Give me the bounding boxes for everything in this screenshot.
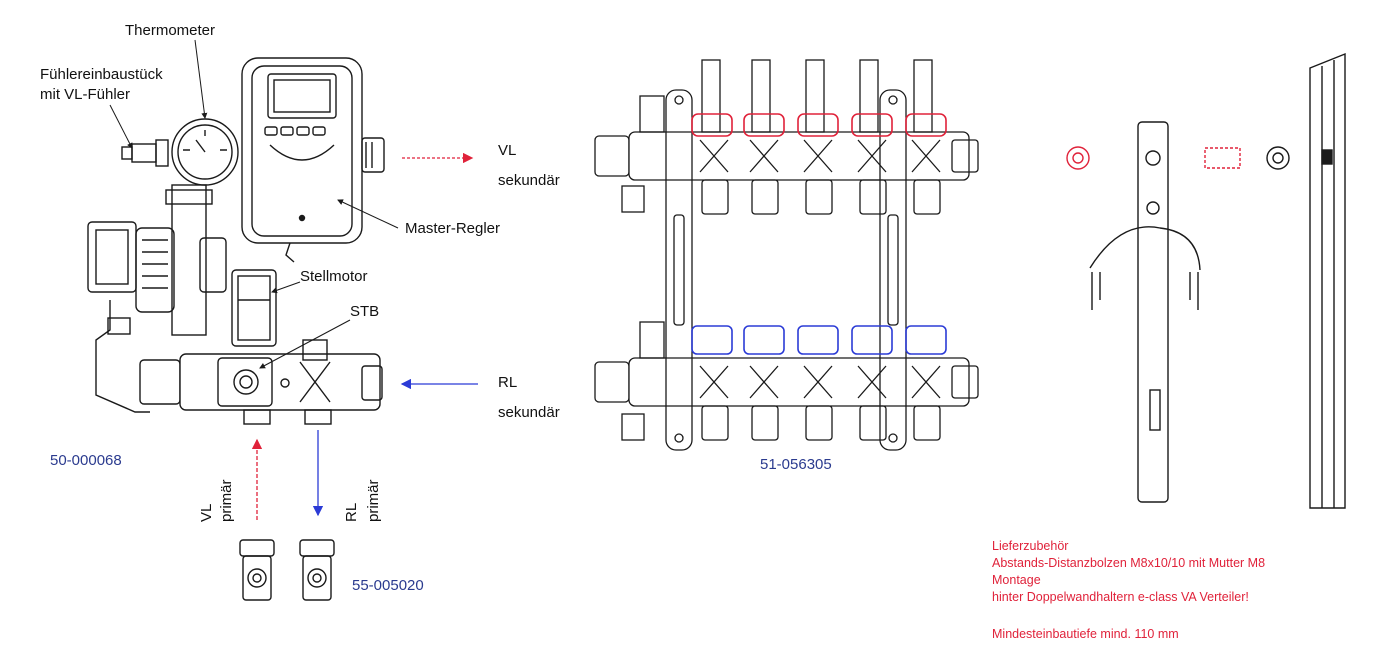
vl-primary-label-line2: primär bbox=[218, 479, 235, 522]
sensor-fitting-label-line2: mit VL-Fühler bbox=[40, 86, 131, 103]
circulation-pump bbox=[87, 221, 227, 413]
wall-holder bbox=[1089, 121, 1201, 503]
thermometer bbox=[171, 118, 239, 186]
note-line2: Abstands-Distanzbolzen M8x10/10 mit Mutt… bbox=[992, 556, 1266, 570]
accessories bbox=[1066, 52, 1346, 509]
return-valve-caps bbox=[691, 325, 947, 355]
rl-secondary-label-line1: RL bbox=[498, 374, 518, 391]
pump-group-code: 50-000068 bbox=[50, 452, 122, 469]
vl-primary-label-line1: VL bbox=[198, 503, 215, 522]
leader-lines bbox=[109, 39, 399, 369]
sensor-fitting bbox=[121, 139, 169, 167]
actuator bbox=[231, 269, 277, 347]
primary-fittings bbox=[239, 539, 335, 601]
stb-label: STB bbox=[350, 303, 380, 320]
rl-primary-label-line2: primär bbox=[365, 479, 382, 522]
mounting-rail bbox=[1309, 52, 1346, 509]
manifold-code: 51-056305 bbox=[760, 456, 832, 473]
thermometer-label: Thermometer bbox=[125, 22, 216, 39]
fittings-code: 55-005020 bbox=[352, 577, 424, 594]
note-line5: Mindesteinbautiefe mind. 110 mm bbox=[992, 627, 1179, 641]
vl-secondary-label-line1: VL bbox=[498, 142, 517, 159]
stellmotor-label: Stellmotor bbox=[300, 268, 368, 285]
manifold bbox=[594, 59, 979, 451]
supply-valve-caps bbox=[691, 113, 947, 137]
sensor-fitting-label-line1: Fühlereinbaustück bbox=[40, 66, 163, 83]
note-line4: hinter Doppelwandhaltern e-class VA Vert… bbox=[992, 590, 1249, 604]
rl-primary-label-line1: RL bbox=[343, 502, 360, 522]
pump-group bbox=[87, 57, 385, 425]
note-line1: Lieferzubehör bbox=[992, 539, 1069, 553]
nut-red-icon bbox=[1066, 146, 1090, 170]
spacer-bolt bbox=[1204, 147, 1241, 169]
master-controller bbox=[241, 57, 363, 263]
rl-secondary-label-line2: sekundär bbox=[498, 404, 560, 421]
vl-secondary-label-line2: sekundär bbox=[498, 172, 560, 189]
note-line3: Montage bbox=[992, 573, 1041, 587]
master-regler-label: Master-Regler bbox=[405, 220, 501, 237]
mixing-bar bbox=[139, 339, 383, 425]
